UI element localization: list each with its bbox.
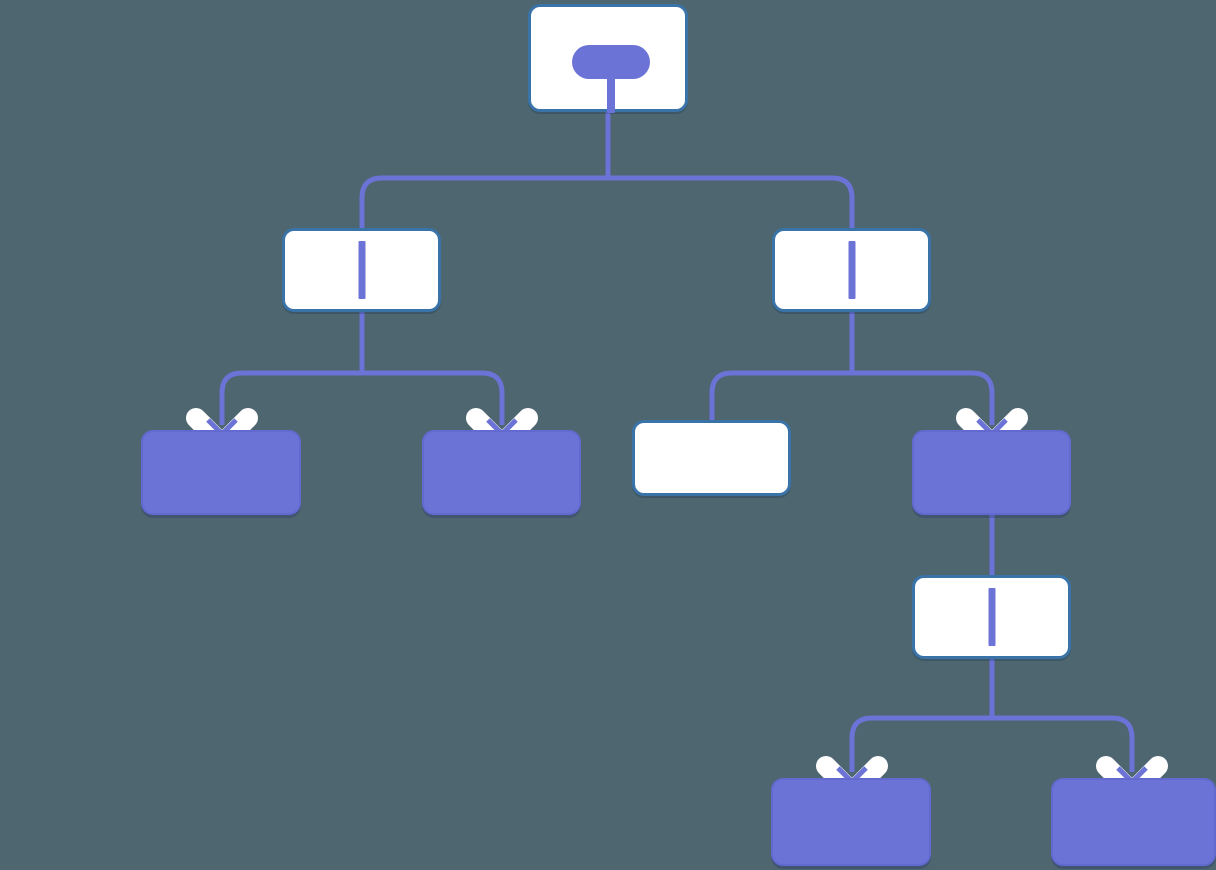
node-l2a[interactable] [141, 430, 301, 515]
edge-l3-to-l4b [992, 715, 1135, 772]
edge-l1a-to-l2b [362, 370, 505, 425]
edge-root-to-l1b [608, 175, 855, 232]
edge-l1b-to-l2d [852, 370, 995, 425]
node-bar-marker [358, 241, 365, 299]
node-root[interactable] [528, 4, 688, 113]
node-l1b[interactable] [772, 228, 931, 312]
node-l2c[interactable] [632, 420, 791, 496]
node-l3[interactable] [912, 575, 1071, 659]
edge-l1a-to-l2a [219, 370, 362, 425]
node-l4a[interactable] [771, 778, 931, 866]
edge-l3-to-l4a [849, 715, 992, 772]
node-l1a[interactable] [282, 228, 441, 312]
node-bar-marker [848, 241, 855, 299]
node-l2d[interactable] [912, 430, 1071, 515]
node-l4b[interactable] [1051, 778, 1216, 866]
node-bar-marker [988, 588, 995, 646]
root-pill-marker [572, 45, 650, 79]
node-l2b[interactable] [422, 430, 581, 515]
edge-root-to-l1a [359, 175, 608, 232]
root-stem-marker [607, 75, 615, 113]
edge-l1b-to-l2c [709, 370, 852, 422]
